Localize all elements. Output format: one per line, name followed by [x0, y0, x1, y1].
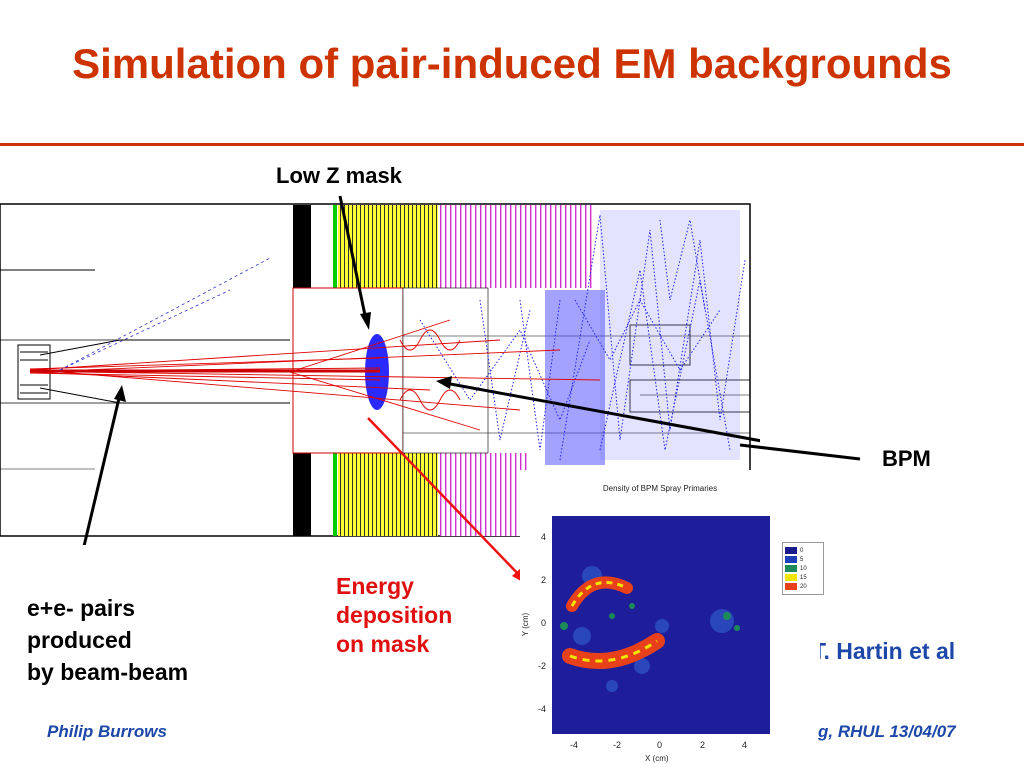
x-axis-label: X (cm) — [645, 754, 669, 763]
energy-arrow — [367, 417, 528, 585]
xtick: -2 — [613, 740, 622, 750]
density-heatmap — [552, 516, 770, 734]
pairs-line-1: e+e- pairs — [27, 595, 136, 621]
xtick: 2 — [700, 740, 706, 750]
credit-label: T. Hartin et al — [812, 638, 956, 664]
legend-item: 0 — [785, 546, 821, 555]
low-z-mask-label: Low Z mask — [276, 163, 402, 188]
slide-title: Simulation of pair-induced EM background… — [72, 40, 952, 87]
legend-item: 20 — [785, 582, 821, 591]
footer-author: Philip Burrows — [47, 722, 167, 741]
energy-line-2: deposition — [336, 602, 453, 628]
ytick: -4 — [537, 704, 546, 714]
ytick: 2 — [540, 575, 546, 585]
inset-title: Density of BPM Spray Primaries — [602, 484, 718, 493]
density-plot-inset: Density of BPM Spray Primaries 4 2 0 -2 … — [520, 470, 824, 768]
xtick: 0 — [657, 740, 663, 750]
density-legend: 0 5 10 15 20 — [782, 542, 824, 595]
xtick: 4 — [742, 740, 748, 750]
pairs-line-2: produced — [27, 627, 132, 653]
footer-event: g, RHUL 13/04/07 — [818, 722, 956, 741]
energy-line-3: on mask — [336, 631, 430, 657]
pairs-line-3: by beam-beam — [27, 659, 189, 685]
legend-item: 10 — [785, 564, 821, 573]
legend-item: 5 — [785, 555, 821, 564]
ytick: 4 — [540, 532, 546, 542]
ytick: -2 — [537, 661, 546, 671]
pairs-label: e+e- pairs produced by beam-beam — [27, 592, 188, 688]
energy-line-1: Energy — [336, 573, 414, 599]
y-axis-label: Y (cm) — [521, 612, 531, 637]
xtick: -4 — [570, 740, 579, 750]
legend-item: 15 — [785, 573, 821, 582]
bpm-label: BPM — [882, 446, 931, 471]
bpm-arrow-tail — [740, 443, 861, 461]
energy-deposition-label: Energy deposition on mask — [336, 572, 452, 659]
ytick: 0 — [540, 618, 546, 628]
title-divider — [0, 143, 1024, 146]
